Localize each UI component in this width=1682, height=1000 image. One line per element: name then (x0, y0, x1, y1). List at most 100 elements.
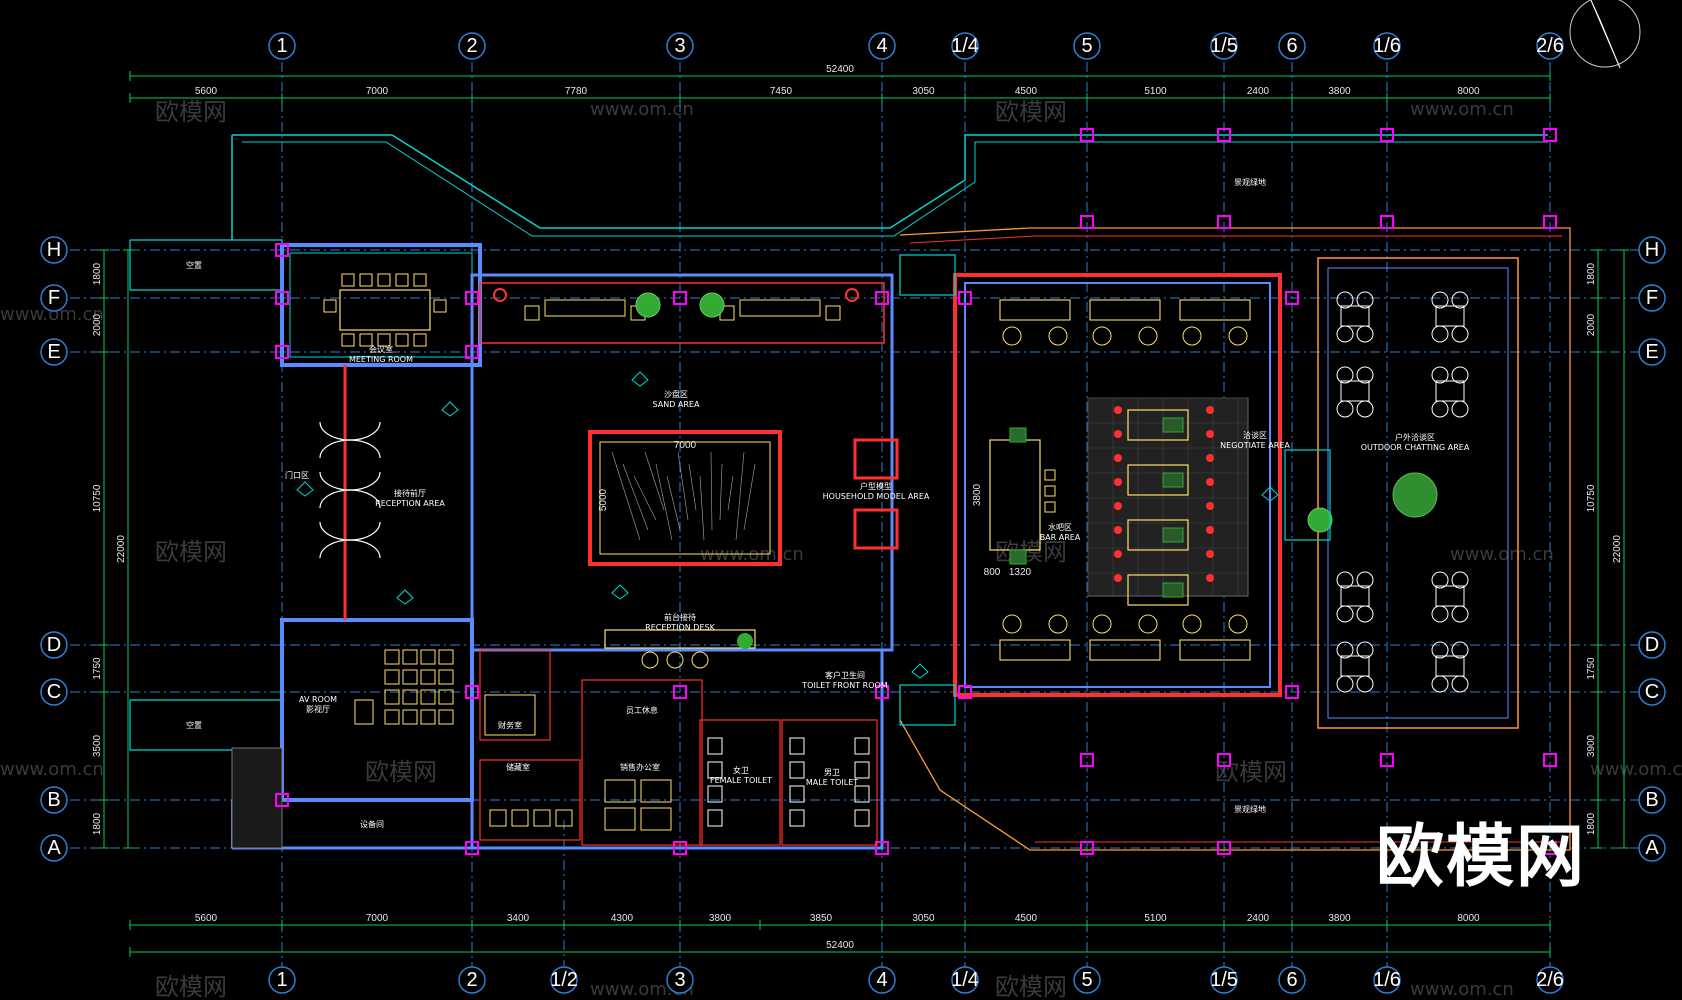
female-toilet-label-cn: 女卫 (733, 765, 749, 775)
bar-area-label-en: BAR AREA (1040, 533, 1081, 542)
grid-bubble-top-6-label: 1/5 (1210, 35, 1238, 57)
palm-decoration-1 (441, 401, 459, 417)
waiting-sofa-top-1 (319, 471, 381, 491)
outdoor-area-frame (1317, 257, 1519, 729)
finance-room-label: 财务室 (498, 720, 522, 730)
dim-bottom-seg-label-10: 3800 (1328, 913, 1351, 924)
entry-label: 门口区 (285, 470, 309, 480)
negotiate-table-1 (1127, 464, 1189, 496)
grid-bubble-bottom-0-label: 1 (276, 969, 287, 991)
structural-column-30 (1217, 215, 1231, 229)
watermark-url-3: www.om.cn (1450, 544, 1554, 565)
structural-column-3 (465, 291, 479, 305)
desk-plant (737, 633, 753, 649)
outdoor-area-inner (1327, 267, 1509, 719)
meeting-chair-top-1 (359, 273, 373, 287)
structural-column-4 (465, 345, 479, 359)
grid-bubble-right-2-label: E (1645, 341, 1658, 363)
left-canopy-box-bottom (129, 699, 283, 751)
grid-bubble-right-6-label: A (1645, 837, 1659, 859)
meeting-room-inner (289, 252, 473, 358)
outdoor-tree (1392, 472, 1438, 518)
grid-bubble-bottom-3 (666, 966, 694, 994)
av-seat-0-0 (384, 649, 400, 665)
meeting-room-label-en: MEETING ROOM (349, 355, 413, 364)
grid-bubble-top-8-label: 1/6 (1373, 35, 1401, 57)
pantry-room-label: 员工休息 (626, 705, 658, 715)
structural-column-2 (275, 345, 289, 359)
outdoor-chair-c-4 (1336, 605, 1354, 623)
side-entrance-doors (899, 684, 956, 726)
grid-bubble-top-7-label: 6 (1286, 35, 1297, 57)
negotiate-red-stool-b-7 (1114, 574, 1122, 582)
watermark-cn-5: 欧模网 (1215, 758, 1287, 786)
male-stall-0 (789, 737, 805, 755)
storage-room-label: 储藏室 (506, 762, 530, 772)
av-seat-1-2 (420, 669, 436, 685)
watermark-url-0: www.om.cn (590, 99, 694, 120)
grid-bubble-bottom-2-label: 1/2 (550, 969, 578, 991)
sand-model-street-12 (735, 451, 745, 541)
bar-counter (989, 439, 1041, 551)
structural-column-7 (673, 685, 687, 699)
red-planter-0 (493, 288, 507, 302)
meeting-chair-right (433, 299, 447, 313)
desk-stool-2 (691, 651, 709, 669)
dim-top-seg-label-3: 7450 (770, 86, 793, 97)
palm-decoration-5 (911, 663, 929, 679)
av-seat-2-3 (438, 689, 454, 705)
av-seat-0-3 (438, 649, 454, 665)
negotiate-red-stool-b-0 (1114, 406, 1122, 414)
dim-right-total-label-0: 22000 (1612, 535, 1623, 563)
negotiate-red-stool-b-2 (1114, 454, 1122, 462)
grid-bubble-top-1-label: 2 (466, 35, 477, 57)
outdoor-chair-b-1 (1451, 291, 1469, 309)
office-chair-2 (533, 809, 551, 827)
lounge-chair-a-0 (1002, 326, 1022, 346)
sand-hall-armchair-b-1 (825, 305, 841, 321)
outdoor-chair-b-6 (1356, 641, 1374, 659)
structural-column-20 (1380, 128, 1394, 142)
sand-hall-armchair-a-0 (524, 305, 540, 321)
office-chair-0 (489, 809, 507, 827)
grid-bubble-left-2-label: E (47, 341, 60, 363)
male-stall-1 (789, 761, 805, 779)
structural-column-18 (1080, 128, 1094, 142)
av-seat-3-0 (384, 709, 400, 725)
outdoor-chair-a-0 (1336, 291, 1354, 309)
outdoor-chair-c-6 (1336, 675, 1354, 693)
outdoor-chair-c-3 (1431, 400, 1449, 418)
red-planter-1 (845, 288, 859, 302)
model-display-1 (853, 438, 899, 480)
meeting-chair-top-0 (341, 273, 355, 287)
structural-column-22 (1080, 841, 1094, 855)
grid-bubble-right-5-label: B (1645, 789, 1658, 811)
grid-bubble-right-1-label: F (1646, 287, 1658, 309)
dim-left-total-label-0: 22000 (116, 535, 127, 563)
grid-bubble-top-5 (1073, 32, 1101, 60)
watermark-cn-6: 欧模网 (155, 973, 227, 1000)
potted-plant-0 (635, 292, 661, 318)
negotiate-table-2 (1127, 519, 1189, 551)
female-stall-2 (707, 785, 723, 803)
male-urinal-1 (854, 761, 870, 779)
lounge-sofa-4 (1089, 639, 1161, 661)
reception-desk (604, 629, 756, 649)
outdoor-chair-d-0 (1356, 325, 1374, 343)
negotiate-red-stool-5 (1206, 526, 1214, 534)
grid-bubble-right-3 (1638, 631, 1666, 659)
negotiate-red-stool-b-3 (1114, 478, 1122, 486)
dim-top-seg-label-9: 8000 (1457, 86, 1480, 97)
outdoor-chair-c-7 (1431, 675, 1449, 693)
lounge-chair-a-5 (1182, 614, 1202, 634)
reception-desk-label-en: RECEPTION DESK (645, 623, 715, 632)
sand-model-street-13 (743, 463, 756, 531)
structural-column-9 (465, 685, 479, 699)
grid-bubble-top-9 (1536, 32, 1564, 60)
grid-bubble-bottom-6-label: 5 (1081, 969, 1092, 991)
dim-top-total-label-0: 52400 (826, 64, 854, 75)
dim-top-seg-label-8: 3800 (1328, 86, 1351, 97)
outdoor-table-0 (1340, 305, 1370, 327)
structural-column-21 (1543, 128, 1557, 142)
lounge-chair-b-5 (1228, 614, 1248, 634)
